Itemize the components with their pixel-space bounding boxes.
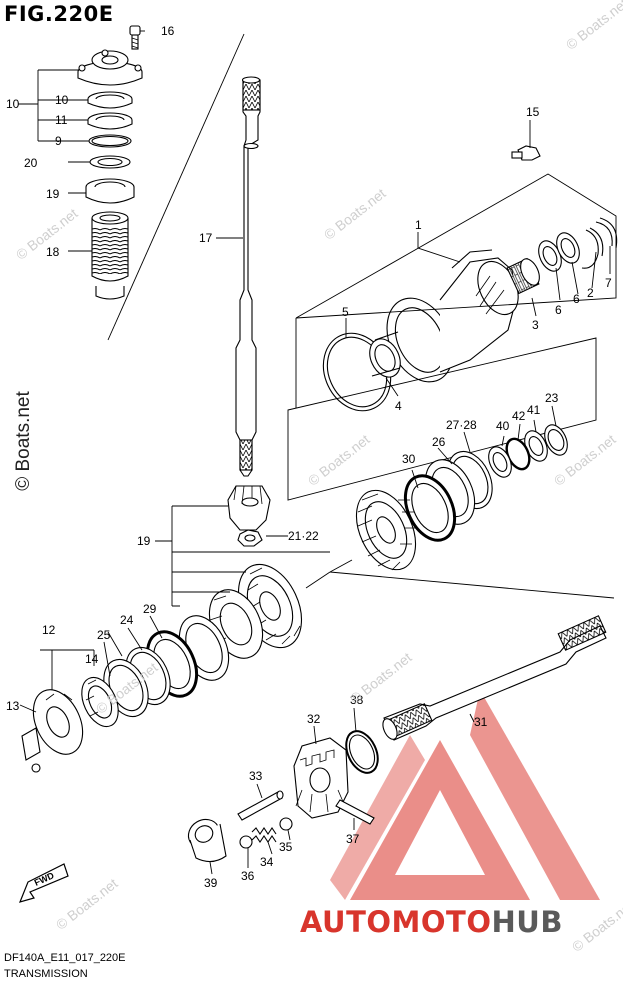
callout-6b: 6 bbox=[555, 303, 562, 317]
callout-16: 17 bbox=[199, 231, 213, 245]
shim-25 bbox=[103, 658, 149, 718]
callout-18: 19 bbox=[46, 187, 60, 201]
oil-seal-10a bbox=[87, 91, 133, 109]
callout-6a: 6 bbox=[573, 292, 580, 306]
thrust-washer-41 bbox=[524, 430, 548, 462]
bolt-15 bbox=[129, 25, 141, 50]
ball-35 bbox=[279, 817, 293, 831]
propeller-shaft-31 bbox=[382, 615, 607, 741]
callout-40: 40 bbox=[496, 419, 510, 433]
pinion-gear bbox=[227, 485, 271, 531]
spring-34 bbox=[251, 827, 277, 843]
ball-36 bbox=[239, 835, 253, 849]
oil-seal-6b bbox=[556, 232, 580, 264]
callout-10a: 10 bbox=[55, 93, 69, 107]
callout-25: 25 bbox=[97, 628, 111, 642]
callout-32: 32 bbox=[307, 712, 321, 726]
callout-20: 21·22 bbox=[288, 529, 319, 543]
callout-15: 16 bbox=[161, 24, 175, 38]
callout-11: 12 bbox=[42, 623, 56, 637]
bolt-14 bbox=[511, 145, 541, 161]
callout-9: 9 bbox=[55, 134, 62, 148]
callout-13: 14 bbox=[85, 652, 99, 666]
callout-2: 2 bbox=[587, 286, 594, 300]
drive-shaft-16 bbox=[235, 76, 261, 477]
leader-lines bbox=[18, 30, 615, 875]
shaft-housing-assembly bbox=[295, 145, 618, 412]
callout-27-28: 27·28 bbox=[446, 418, 477, 432]
callout-1: 1 bbox=[415, 218, 422, 232]
bearing-housing-12 bbox=[21, 689, 84, 773]
oil-seal-10b bbox=[87, 112, 133, 130]
clutch-dog-32 bbox=[293, 737, 349, 819]
forward-gear-group bbox=[21, 563, 303, 773]
bearing-18 bbox=[85, 178, 135, 204]
diagram-name: TRANSMISSION bbox=[4, 968, 88, 980]
automotohub-wordmark: AUTOMOTOHUB bbox=[300, 905, 563, 939]
callout-4: 4 bbox=[395, 399, 402, 413]
callout-37: 37 bbox=[346, 832, 360, 846]
callout-42: 42 bbox=[512, 409, 526, 423]
needle-bearing-3 bbox=[506, 257, 540, 295]
sleeve-17 bbox=[91, 211, 129, 300]
callout-34: 34 bbox=[260, 855, 274, 869]
callout-38: 38 bbox=[350, 693, 364, 707]
callout-19: 19 bbox=[137, 534, 151, 548]
thrust-washer-40 bbox=[488, 446, 512, 478]
shim-21-22 bbox=[89, 155, 131, 169]
thrust-bearing-30 bbox=[403, 474, 457, 542]
callout-31: 31 bbox=[474, 715, 488, 729]
callout-17: 18 bbox=[46, 245, 60, 259]
callout-10b: 11 bbox=[55, 113, 68, 127]
callout-14: 15 bbox=[526, 105, 540, 119]
brand-part-2: MOTO bbox=[391, 905, 492, 939]
needle-bearing-13 bbox=[81, 676, 119, 728]
callout-26: 26 bbox=[432, 435, 446, 449]
callout-labels: 16 10 10 11 9 20 19 18 17 15 1 7 2 6 6 3… bbox=[6, 24, 612, 890]
callout-33: 33 bbox=[249, 769, 263, 783]
callout-8: 10 bbox=[6, 97, 20, 111]
pinion-nut-20 bbox=[237, 529, 263, 547]
retaining-ring-2 bbox=[581, 227, 604, 269]
callout-35: 35 bbox=[279, 840, 293, 854]
callout-36: 36 bbox=[241, 869, 255, 883]
brand-part-1: AUTO bbox=[300, 905, 392, 939]
shim-23 bbox=[544, 424, 568, 456]
automotohub-logo-mark bbox=[330, 690, 600, 900]
figure-title: FIG.220E bbox=[4, 2, 114, 26]
bearing-housing bbox=[77, 49, 143, 86]
diagram-code: DF140A_E11_017_220E bbox=[4, 952, 126, 964]
callout-23: 23 bbox=[545, 391, 559, 405]
retaining-ring-7 bbox=[595, 217, 618, 249]
sleeve-39 bbox=[187, 818, 227, 863]
callout-41: 41 bbox=[527, 403, 541, 417]
callout-24: 24 bbox=[120, 613, 134, 627]
callout-30: 30 bbox=[402, 452, 416, 466]
needle-bearing-4 bbox=[369, 331, 401, 378]
propeller-shaft-housing-1 bbox=[386, 249, 519, 383]
callout-5: 5 bbox=[342, 305, 349, 319]
cross-pin-37 bbox=[335, 799, 375, 825]
upper-bearing-stack bbox=[77, 25, 143, 300]
callout-12: 13 bbox=[6, 699, 20, 713]
callout-29: 29 bbox=[143, 602, 157, 616]
propeller-shaft-assembly bbox=[187, 615, 607, 863]
reverse-gear-group bbox=[287, 337, 597, 571]
callout-7: 7 bbox=[605, 276, 612, 290]
o-ring-9 bbox=[88, 134, 132, 148]
side-watermark: © Boats.net bbox=[12, 391, 34, 491]
callout-21-22: 20 bbox=[24, 156, 38, 170]
brand-part-3: HUB bbox=[491, 905, 563, 939]
fwd-arrow-icon: FWD bbox=[18, 863, 69, 903]
reverse-bevel-gear bbox=[355, 489, 417, 571]
shift-rod-33 bbox=[237, 790, 284, 821]
callout-39: 39 bbox=[204, 876, 218, 890]
callout-3: 3 bbox=[532, 318, 539, 332]
cross-pin-ring-38 bbox=[345, 730, 379, 774]
